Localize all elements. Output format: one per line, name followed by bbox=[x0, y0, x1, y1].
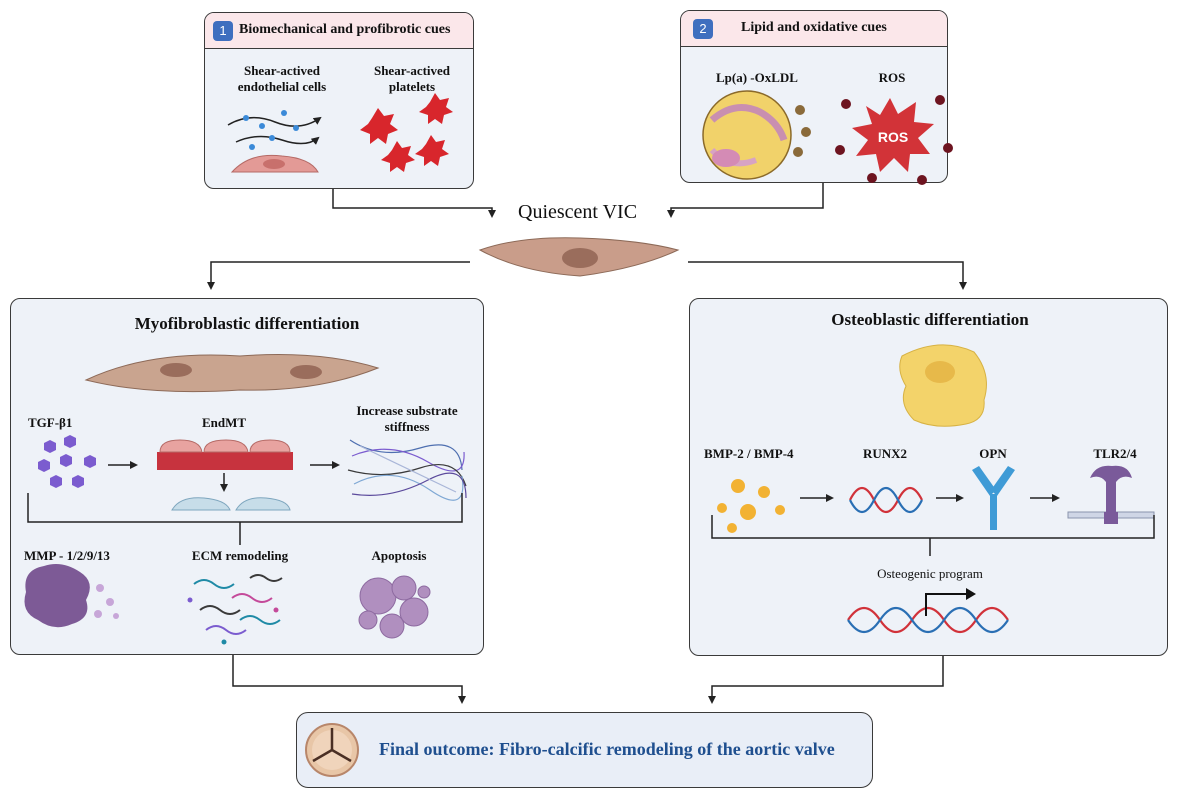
ecm-fibers-icon bbox=[187, 574, 283, 645]
bmp-molecules-icon bbox=[717, 479, 785, 533]
mmp-label: MMP - 1/2/9/13 bbox=[24, 548, 110, 563]
biomechanical-cues-title: Biomechanical and profibrotic cues bbox=[239, 22, 451, 37]
biomechanical-cues-header: 1 Biomechanical and profibrotic cues bbox=[205, 13, 473, 49]
quiescent-vic-cell-icon bbox=[478, 237, 680, 277]
lipid-cues-title: Lipid and oxidative cues bbox=[741, 20, 887, 35]
myo-bracket-line bbox=[27, 493, 463, 523]
osteogenic-dna-icon bbox=[847, 588, 1009, 634]
myofibroblast-cell-icon bbox=[84, 354, 380, 393]
cue-number-badge: 1 bbox=[213, 21, 233, 41]
arrow-lipid-to-vic bbox=[667, 183, 824, 218]
ros-label: ROS bbox=[878, 70, 906, 85]
platelets-line-1: Shear-actived bbox=[373, 63, 451, 78]
arrow-vic-to-osteo bbox=[688, 261, 967, 290]
endmt-endothelium-icon bbox=[157, 439, 293, 511]
opn-label: OPN bbox=[979, 446, 1007, 461]
osteo-bracket-line bbox=[711, 515, 1155, 539]
bmp-label: BMP-2 / BMP-4 bbox=[704, 446, 794, 461]
final-outcome-box: Final outcome: Fibro-calcific remodeling… bbox=[296, 712, 873, 788]
mmp-enzyme-icon bbox=[24, 564, 119, 628]
tlr-receptor-icon bbox=[1067, 465, 1155, 524]
lpa-oxldl-particle-icon bbox=[702, 90, 811, 180]
apoptosis-blebs-icon bbox=[358, 575, 431, 639]
stiffness-label: Increase substrate stiffness bbox=[344, 403, 470, 435]
platelets-icon bbox=[360, 93, 453, 172]
apoptosis-label: Apoptosis bbox=[371, 548, 427, 563]
osteoblast-cell-icon bbox=[899, 344, 987, 427]
runx2-label: RUNX2 bbox=[862, 446, 908, 461]
osteoblastic-title: Osteoblastic differentiation bbox=[831, 310, 1029, 329]
platelets-label: Shear-actived platelets bbox=[364, 63, 460, 95]
arrow-osteo-to-final bbox=[708, 656, 944, 704]
ros-burst-text: ROS bbox=[878, 129, 908, 145]
cue-number-badge: 2 bbox=[693, 19, 713, 39]
stiffness-fibers-icon bbox=[347, 439, 467, 501]
arrow-vic-to-myo bbox=[207, 261, 470, 290]
endothelial-cells-label: Shear-actived endothelial cells bbox=[228, 63, 336, 95]
platelets-line-2: platelets bbox=[388, 79, 436, 94]
runx2-dna-icon bbox=[849, 486, 923, 514]
lpa-oxldl-label: Lp(a) -OxLDL bbox=[716, 70, 798, 85]
aortic-valve-icon bbox=[305, 723, 359, 777]
stiffness-line-2: stiffness bbox=[384, 419, 430, 434]
tgf-beta1-label: TGF-β1 bbox=[28, 415, 73, 430]
endothelial-flow-icon bbox=[227, 110, 322, 173]
arrow-biomech-to-vic bbox=[332, 189, 496, 218]
tgf-beta1-molecules-icon bbox=[38, 435, 96, 488]
osteogenic-program-label: Osteogenic program bbox=[877, 566, 983, 581]
final-outcome-text: Final outcome: Fibro-calcific remodeling… bbox=[379, 739, 835, 759]
stiffness-line-1: Increase substrate bbox=[356, 403, 458, 418]
ros-burst-icon: ROS bbox=[835, 95, 953, 185]
endmt-label: EndMT bbox=[201, 415, 247, 430]
opn-antibody-icon bbox=[972, 466, 1015, 530]
tlr-label: TLR2/4 bbox=[1093, 446, 1137, 461]
myofibroblastic-title: Myofibroblastic differentiation bbox=[134, 314, 360, 333]
lipid-cues-header: 2 Lipid and oxidative cues bbox=[681, 11, 947, 47]
arrow-myo-to-final bbox=[232, 655, 466, 704]
endothelial-line-2: endothelial cells bbox=[237, 79, 327, 94]
endothelial-line-1: Shear-actived bbox=[243, 63, 321, 78]
ecm-remodeling-label: ECM remodeling bbox=[191, 548, 289, 563]
quiescent-vic-label: Quiescent VIC bbox=[518, 201, 638, 223]
